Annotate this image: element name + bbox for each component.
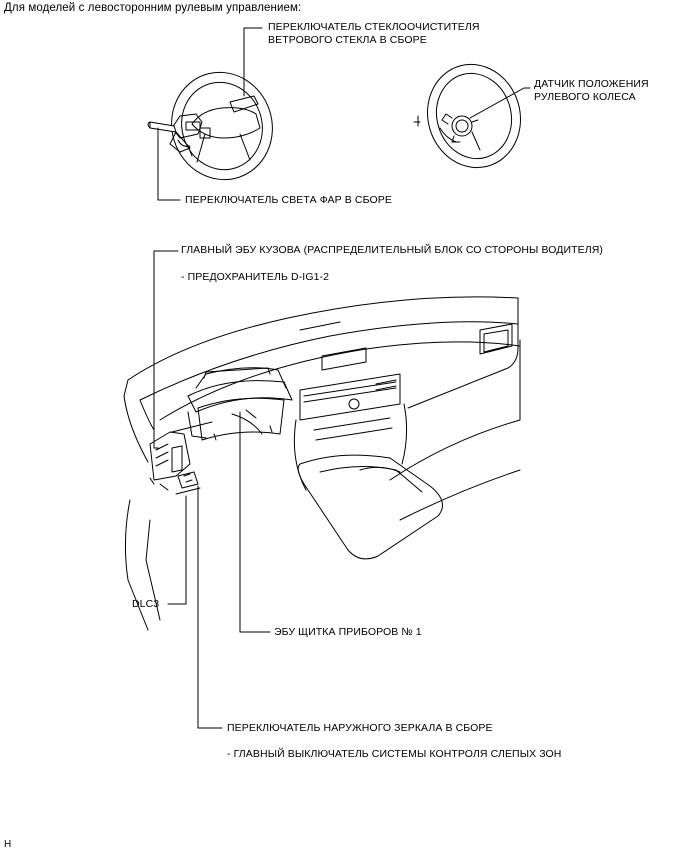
- leader-lines: [153, 27, 531, 729]
- fuse-label: - ПРЕДОХРАНИТЕЛЬ D-IG1-2: [181, 271, 330, 283]
- dlc3-label: DLC3: [132, 598, 160, 610]
- wiper-switch-label: ПЕРЕКЛЮЧАТЕЛЬ СТЕКЛООЧИСТИТЕЛЯ ВЕТРОВОГО…: [268, 21, 480, 47]
- page-heading: Для моделей с левосторонним рулевым упра…: [4, 2, 302, 14]
- headlight-switch-label: ПЕРЕКЛЮЧАТЕЛЬ СВЕТА ФАР В СБОРЕ: [185, 194, 392, 206]
- wiper-switch-label-line1: ПЕРЕКЛЮЧАТЕЛЬ СТЕКЛООЧИСТИТЕЛЯ: [268, 21, 480, 33]
- steering-sensor-label-line2: РУЛЕВОГО КОЛЕСА: [534, 91, 636, 103]
- meter-ecu-label: ЭБУ ЩИТКА ПРИБОРОВ № 1: [274, 626, 422, 638]
- steering-wheel-switches-illustration: [147, 71, 273, 181]
- steering-sensor-label: ДАТЧИК ПОЛОЖЕНИЯ РУЛЕВОГО КОЛЕСА: [534, 78, 649, 104]
- dashboard-illustration: [123, 296, 521, 631]
- figure-code: H: [4, 839, 12, 850]
- mirror-switch-label: ПЕРЕКЛЮЧАТЕЛЬ НАРУЖНОГО ЗЕРКАЛА В СБОРЕ: [227, 722, 493, 734]
- main-body-ecu-label: ГЛАВНЫЙ ЭБУ КУЗОВА (РАСПРЕДЕЛИТЕЛЬНЫЙ БЛ…: [181, 244, 603, 256]
- steering-wheel-sensor-illustration: [413, 63, 521, 169]
- wiper-switch-label-line2: ВЕТРОВОГО СТЕКЛА В СБОРЕ: [268, 34, 427, 46]
- blind-spot-switch-label: - ГЛАВНЫЙ ВЫКЛЮЧАТЕЛЬ СИСТЕМЫ КОНТРОЛЯ С…: [227, 748, 562, 760]
- steering-sensor-label-line1: ДАТЧИК ПОЛОЖЕНИЯ: [534, 78, 649, 90]
